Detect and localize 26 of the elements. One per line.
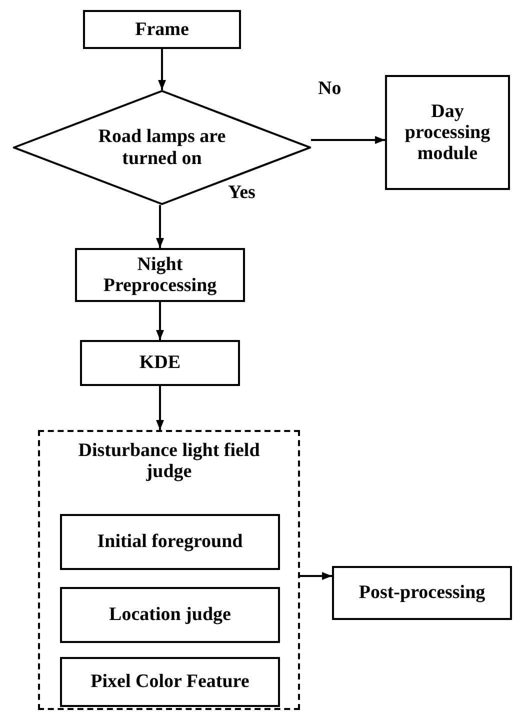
- process-box: [75, 248, 245, 302]
- node-text: Initial foreground: [96, 531, 244, 553]
- arrow: [300, 572, 332, 580]
- node-text: KDE: [138, 352, 182, 374]
- group-box: [38, 430, 300, 710]
- node-text: Post-processing: [358, 582, 486, 604]
- process-box: [332, 566, 512, 620]
- arrow: [311, 136, 385, 144]
- arrow: [158, 49, 166, 90]
- process-box: [80, 340, 240, 386]
- arrow: [156, 386, 164, 430]
- decision-diamond: [13, 90, 311, 205]
- process-box: [60, 657, 280, 707]
- process-box: [385, 75, 510, 190]
- node-text: Road lamps are turned on: [97, 126, 227, 169]
- node-text: Pixel Color Feature: [90, 671, 250, 693]
- arrow: [156, 302, 164, 340]
- arrow: [156, 205, 164, 248]
- node-text: Disturbance light field judge: [77, 439, 261, 483]
- process-box: [83, 10, 241, 49]
- process-box: [60, 514, 280, 570]
- node-text: Frame: [134, 18, 190, 40]
- node-text: Location judge: [108, 604, 232, 626]
- process-box: [60, 587, 280, 643]
- node-text: Night Preprocessing: [102, 254, 218, 296]
- node-text: Day processing module: [404, 100, 492, 164]
